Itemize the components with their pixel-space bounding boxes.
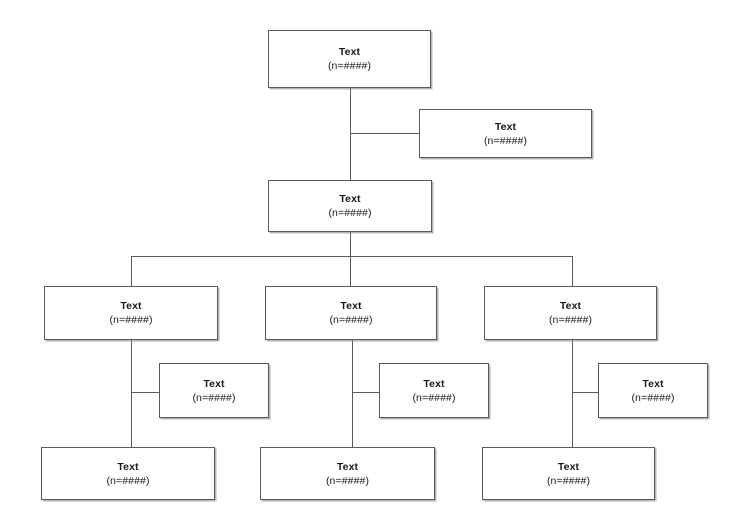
node-branch-left-label: Text — [120, 300, 142, 312]
node-side-branch-middle-count: (n=####) — [412, 391, 456, 404]
connector-drop-right — [572, 256, 573, 286]
connector-distribution-bar — [131, 256, 573, 257]
node-side-branch-middle[interactable]: Text (n=####) — [379, 363, 489, 418]
node-side-branch-left-count: (n=####) — [192, 391, 236, 404]
node-leaf-middle[interactable]: Text (n=####) — [260, 447, 435, 500]
node-branch-middle[interactable]: Text (n=####) — [265, 286, 437, 340]
node-side-branch-top[interactable]: Text (n=####) — [419, 109, 592, 158]
node-side-branch-right-label: Text — [642, 377, 664, 390]
node-branch-right-count: (n=####) — [548, 314, 593, 326]
node-side-branch-top-label: Text — [494, 120, 517, 133]
node-leaf-middle-count: (n=####) — [325, 474, 370, 487]
connector-left-branch-to-leaf — [131, 340, 132, 447]
node-branch-middle-label: Text — [340, 300, 362, 312]
connector-root-to-stage — [350, 88, 351, 180]
node-leaf-right-count: (n=####) — [546, 474, 591, 487]
node-root[interactable]: Text (n=####) — [268, 30, 431, 88]
node-side-branch-middle-label: Text — [423, 377, 445, 390]
node-root-count: (n=####) — [327, 60, 372, 72]
connector-right-branch-to-leaf — [572, 340, 573, 447]
node-side-branch-right[interactable]: Text (n=####) — [598, 363, 708, 418]
node-branch-right[interactable]: Text (n=####) — [484, 286, 657, 340]
connector-drop-left — [131, 256, 132, 286]
node-leaf-left-count: (n=####) — [106, 474, 150, 487]
connector-middle-branch-to-leaf — [352, 340, 353, 447]
connector-stub-root-side — [350, 133, 419, 134]
node-side-branch-right-count: (n=####) — [631, 391, 675, 404]
node-root-label: Text — [338, 46, 361, 58]
node-stage-count: (n=####) — [328, 207, 372, 219]
node-leaf-right-label: Text — [557, 460, 580, 473]
node-stage[interactable]: Text (n=####) — [268, 180, 432, 232]
node-side-branch-left-label: Text — [203, 377, 225, 390]
node-branch-middle-count: (n=####) — [329, 314, 373, 326]
node-branch-right-label: Text — [559, 300, 582, 312]
node-side-branch-left[interactable]: Text (n=####) — [159, 363, 269, 418]
node-leaf-left-label: Text — [117, 460, 139, 473]
connector-stub-right-side — [572, 392, 598, 393]
connector-stub-left-side — [131, 392, 159, 393]
node-stage-label: Text — [339, 193, 361, 205]
node-leaf-left[interactable]: Text (n=####) — [41, 447, 215, 500]
node-branch-left-count: (n=####) — [109, 314, 153, 326]
connector-stage-to-bar — [350, 232, 351, 286]
connector-stub-middle-side — [352, 392, 379, 393]
node-side-branch-top-count: (n=####) — [483, 134, 528, 147]
node-branch-left[interactable]: Text (n=####) — [44, 286, 218, 340]
node-leaf-right[interactable]: Text (n=####) — [482, 447, 655, 500]
node-leaf-middle-label: Text — [336, 460, 359, 473]
